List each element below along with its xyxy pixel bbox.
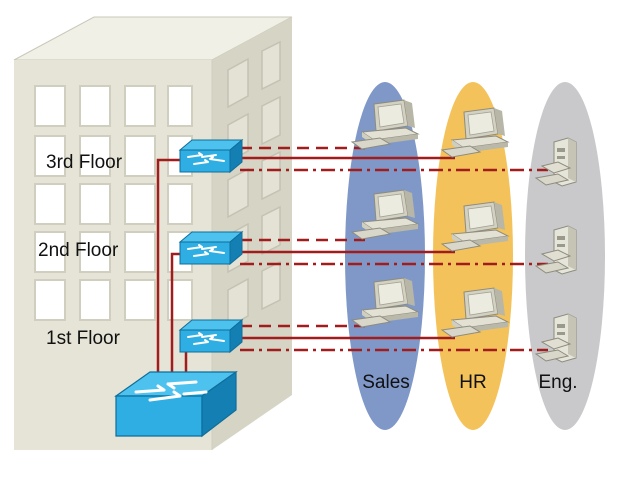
- switch-icon-floor3: [179, 139, 243, 173]
- group-label-sales: Sales: [362, 372, 410, 393]
- links: [156, 146, 548, 380]
- group-label-hr: HR: [459, 372, 486, 393]
- group-label-eng: Eng.: [538, 372, 577, 393]
- floor-label-2: 2nd Floor: [38, 240, 119, 261]
- switch-icon-floor2: [179, 231, 243, 265]
- floor-label-3: 3rd Floor: [46, 152, 123, 173]
- switch-icon-core: [114, 370, 238, 438]
- switch-icon-floor1: [179, 319, 243, 353]
- trunk-link-3: [156, 158, 184, 380]
- floor-label-1: 1st Floor: [46, 328, 121, 349]
